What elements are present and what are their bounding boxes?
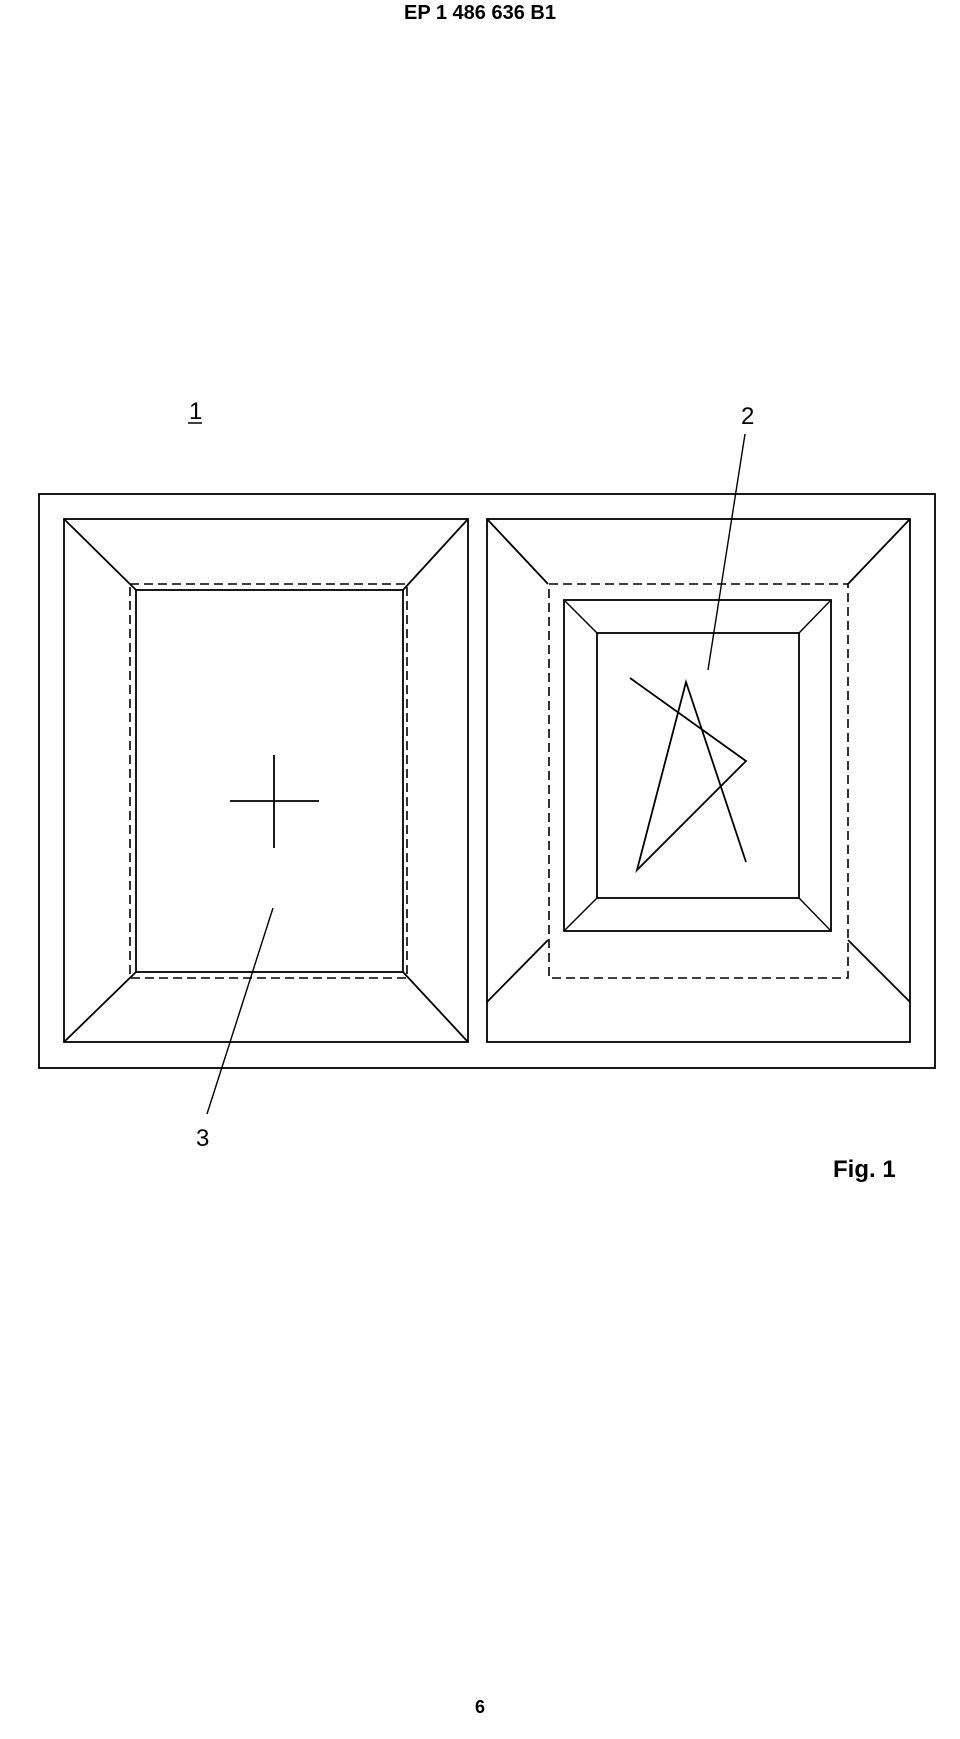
right-panel-miter-tr (847, 518, 911, 585)
right-panel (486, 518, 911, 1043)
right-panel-dashed-outline (548, 583, 849, 979)
sash-miter-tr (798, 599, 832, 634)
left-panel-miter-br (402, 971, 469, 1043)
right-panel-miter-br (847, 939, 911, 1003)
reference-label-3: 3 (196, 1125, 209, 1152)
figure-caption: Fig. 1 (833, 1156, 896, 1183)
sash-miter-br (798, 897, 832, 932)
sash-miter-tl (563, 599, 598, 634)
right-panel-miter-bl (486, 939, 549, 1003)
sash-miter-bl (563, 897, 598, 932)
leader-line-2 (707, 433, 746, 671)
reference-label-1: 1 (189, 398, 202, 425)
left-panel (63, 518, 469, 1043)
left-panel-miter-bl (63, 971, 137, 1043)
leader-line-3 (206, 907, 274, 1115)
page-number: 6 (474, 1697, 485, 1717)
outer-frame (38, 493, 936, 1069)
left-panel-miter-tl (63, 518, 137, 591)
opening-direction-symbol (629, 677, 748, 873)
right-panel-sash-inner-edge (596, 632, 800, 899)
right-panel-outer-edge (486, 518, 911, 1043)
right-panel-miter-tl (486, 518, 549, 585)
left-panel-dashed-outline (129, 583, 408, 979)
left-panel-miter-tr (402, 518, 469, 591)
right-panel-frame-inner-edge (563, 599, 832, 932)
left-panel-outer-edge (63, 518, 469, 1043)
left-panel-inner-edge (135, 589, 404, 973)
patent-number-header: EP 1 486 636 B1 (404, 2, 556, 24)
reference-label-2: 2 (741, 403, 754, 430)
